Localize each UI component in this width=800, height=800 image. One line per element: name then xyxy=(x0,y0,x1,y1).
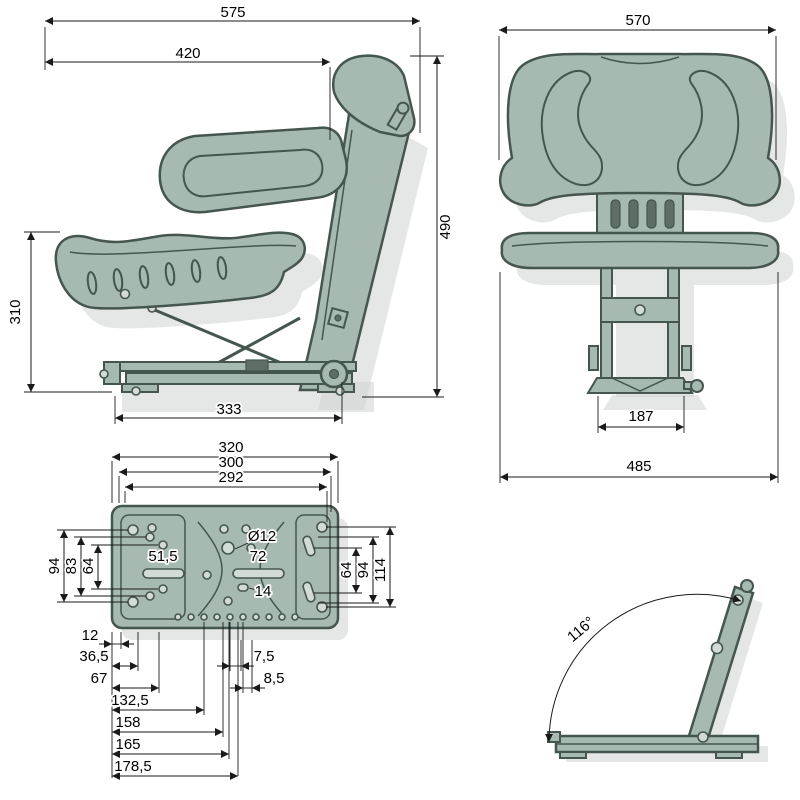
plate-view: 320 300 292 94 83 64 xyxy=(44,437,396,780)
front-frame xyxy=(586,267,704,394)
dim-label-left-64: 64 xyxy=(80,558,97,575)
side-backrest-bolt xyxy=(326,306,350,330)
mounting-plate xyxy=(110,504,340,630)
dim-plate-300: 300 xyxy=(118,452,332,512)
dim-plate-bottom-stack: 12 36,5 67 132,5 158 165 178,5 xyxy=(78,622,239,780)
side-backrest-top-cap xyxy=(331,54,416,138)
dim-label-left-94: 94 xyxy=(46,558,63,575)
dim-label-292: 292 xyxy=(218,469,243,486)
dim-label-right-114: 114 xyxy=(372,558,389,582)
side-base-rails xyxy=(99,359,357,396)
front-seat-cushion xyxy=(500,231,780,270)
angle-view: 116° xyxy=(545,579,768,762)
dim-label-116: 116° xyxy=(564,613,598,645)
dim-label-12: 12 xyxy=(82,627,99,644)
dim-label-132-5: 132,5 xyxy=(111,692,149,709)
dim-label-14: 14 xyxy=(255,583,272,600)
dim-label-485: 485 xyxy=(626,458,651,475)
dim-side-310: 310 xyxy=(5,231,112,393)
dim-label-36-5: 36,5 xyxy=(79,648,108,665)
front-adjust-knob xyxy=(690,379,704,393)
dim-plate-offsets: 7,5 8,5 xyxy=(217,622,286,693)
dim-plate-292: 292 xyxy=(124,467,328,522)
front-backrest-stitch-right xyxy=(676,69,740,187)
dim-label-right-64: 64 xyxy=(338,562,355,579)
dim-label-72: 72 xyxy=(250,548,267,565)
plate-holes xyxy=(127,521,328,621)
dim-plate-320: 320 xyxy=(111,437,339,503)
dim-front-485: 485 xyxy=(499,272,779,483)
plate-inner-labels: Ø12 51,5 72 14 xyxy=(147,526,278,602)
side-armrest-knob xyxy=(386,101,410,132)
front-suspension-bellows xyxy=(596,192,684,236)
dim-label-187: 187 xyxy=(628,408,653,425)
dim-label-570: 570 xyxy=(625,12,650,29)
side-seat-cushion xyxy=(54,231,306,310)
dim-label-51-5: 51,5 xyxy=(148,548,177,565)
dim-plate-left: 94 83 64 xyxy=(44,529,158,603)
front-backrest xyxy=(499,52,781,207)
dim-label-7-5: 7,5 xyxy=(254,648,275,665)
dim-label-333: 333 xyxy=(216,401,241,418)
dim-side-420: 420 xyxy=(45,43,331,140)
dim-label-67: 67 xyxy=(91,670,108,687)
side-view: 575 420 490 310 333 xyxy=(5,2,456,424)
dim-label-420: 420 xyxy=(175,45,200,62)
angle-top-knob xyxy=(740,579,754,593)
dim-label-310: 310 xyxy=(7,299,24,324)
dim-label-158: 158 xyxy=(115,714,140,731)
dim-label-300: 300 xyxy=(218,454,243,471)
dim-label-575: 575 xyxy=(220,4,245,21)
dim-side-333: 333 xyxy=(114,382,343,424)
dim-label-490: 490 xyxy=(437,214,454,239)
dim-label-8-5: 8,5 xyxy=(264,670,285,687)
dim-front-187: 187 xyxy=(597,396,685,433)
dim-label-left-83: 83 xyxy=(63,558,80,575)
dim-label-dia12: Ø12 xyxy=(248,528,276,545)
dim-side-575: 575 xyxy=(44,2,421,133)
front-backrest-stitch-left xyxy=(540,69,604,187)
dim-label-178-5: 178,5 xyxy=(114,758,152,775)
dim-label-165: 165 xyxy=(115,736,140,753)
dim-side-490: 490 xyxy=(362,55,456,398)
dim-label-right-94: 94 xyxy=(355,562,372,579)
dim-plate-right: 64 94 114 xyxy=(314,526,396,608)
dim-front-570: 570 xyxy=(498,10,777,160)
dim-label-320: 320 xyxy=(218,439,243,456)
side-armrest xyxy=(158,126,349,214)
front-view: 570 187 485 xyxy=(498,10,795,483)
